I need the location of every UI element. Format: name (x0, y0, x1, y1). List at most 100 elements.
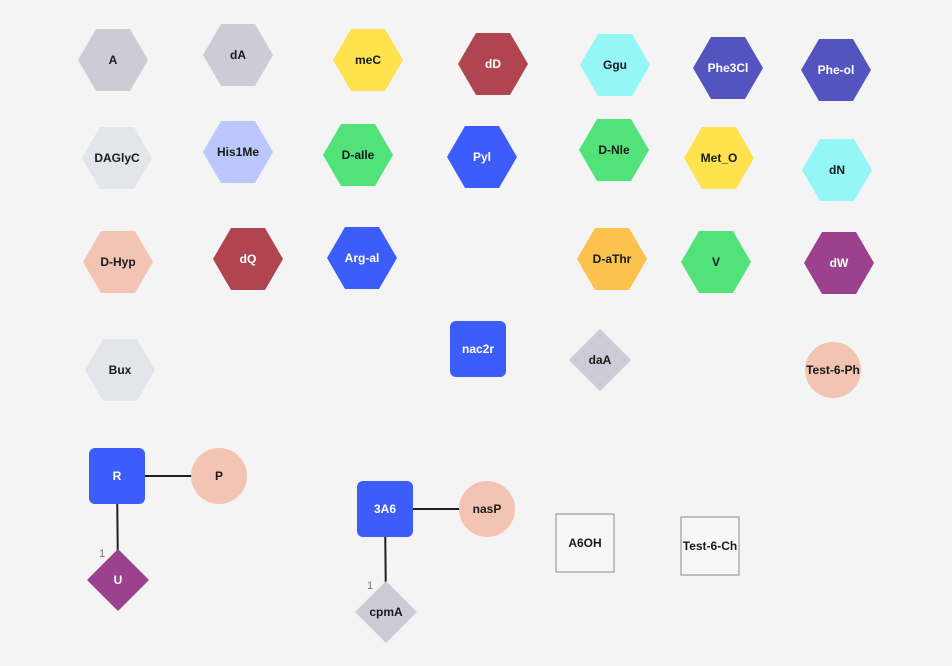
node-phe-ol[interactable]: Phe-ol (801, 39, 871, 101)
node-label: Met_O (701, 151, 738, 165)
node-da[interactable]: dA (203, 24, 273, 86)
node-label: A (109, 53, 118, 67)
node-shape (333, 29, 403, 91)
node-shape (450, 321, 506, 377)
edges-layer: 11 (99, 475, 487, 613)
node-shape (569, 329, 631, 391)
node-label: V (712, 255, 720, 269)
node-label: D-aIle (342, 148, 375, 162)
node-label: A6OH (568, 536, 601, 550)
node-v[interactable]: V (681, 231, 751, 293)
node-label: Test-6-Ch (683, 539, 737, 553)
node-shape (203, 121, 273, 183)
node-3a6[interactable]: 3A6 (357, 481, 413, 537)
node-shape (681, 231, 751, 293)
node-shape (327, 227, 397, 289)
node-label: cpmA (369, 605, 403, 619)
node-label: Pyl (473, 150, 491, 164)
node-arg-al[interactable]: Arg-al (327, 227, 397, 289)
node-shape (89, 448, 145, 504)
node-met-o[interactable]: Met_O (684, 127, 754, 189)
node-u[interactable]: U (87, 549, 149, 611)
node-label: Arg-al (345, 251, 380, 265)
node-label: D-Nle (598, 143, 630, 157)
node-shape (684, 127, 754, 189)
node-shape (447, 126, 517, 188)
node-r[interactable]: R (89, 448, 145, 504)
node-shape (580, 34, 650, 96)
node-shape (323, 124, 393, 186)
node-shape (577, 228, 647, 290)
node-d-hyp[interactable]: D-Hyp (83, 231, 153, 293)
node-label: dW (830, 256, 849, 270)
node-shape (203, 24, 273, 86)
node-shape (804, 232, 874, 294)
node-daa[interactable]: daA (569, 329, 631, 391)
node-dn[interactable]: dN (802, 139, 872, 201)
node-label: Bux (109, 363, 132, 377)
node-label: nasP (473, 502, 502, 516)
node-label: P (215, 469, 223, 483)
node-label: dN (829, 163, 845, 177)
node-shape (801, 39, 871, 101)
node-test-6-ch[interactable]: Test-6-Ch (680, 516, 740, 576)
node-shape (87, 549, 149, 611)
node-nac2r[interactable]: nac2r (450, 321, 506, 377)
node-label: 3A6 (374, 502, 396, 516)
node-label: D-Hyp (100, 255, 135, 269)
node-shape (555, 513, 615, 573)
node-shape (458, 33, 528, 95)
node-label: Ggu (603, 58, 627, 72)
node-shape (693, 37, 763, 99)
node-shape (680, 516, 740, 576)
node-shape (805, 342, 861, 398)
node-ggu[interactable]: Ggu (580, 34, 650, 96)
node-shape (191, 448, 247, 504)
node-label: His1Me (217, 145, 259, 159)
node-his1me[interactable]: His1Me (203, 121, 273, 183)
node-shape (355, 581, 417, 643)
node-mec[interactable]: meC (333, 29, 403, 91)
node-shape (357, 481, 413, 537)
node-p[interactable]: P (191, 448, 247, 504)
node-shape (213, 228, 283, 290)
node-label: DAGlyC (94, 151, 140, 165)
node-shape (579, 119, 649, 181)
node-d-aile[interactable]: D-aIle (323, 124, 393, 186)
edge-label: 1 (367, 580, 373, 592)
node-d-athr[interactable]: D-aThr (577, 228, 647, 290)
node-label: meC (355, 53, 381, 67)
node-pyl[interactable]: Pyl (447, 126, 517, 188)
node-shape (459, 481, 515, 537)
node-d-nle[interactable]: D-Nle (579, 119, 649, 181)
node-dd[interactable]: dD (458, 33, 528, 95)
node-label: Test-6-Ph (806, 363, 860, 377)
node-label: dD (485, 57, 501, 71)
node-cpma[interactable]: cpmA (355, 581, 417, 643)
node-label: nac2r (462, 342, 494, 356)
node-label: U (114, 573, 123, 587)
node-label: R (113, 469, 122, 483)
node-daglyc[interactable]: DAGlyC (82, 127, 152, 189)
node-a6oh[interactable]: A6OH (555, 513, 615, 573)
node-shape (802, 139, 872, 201)
node-label: D-aThr (593, 252, 632, 266)
node-test-6-ph[interactable]: Test-6-Ph (805, 342, 861, 398)
node-dq[interactable]: dQ (213, 228, 283, 290)
edge-label: 1 (99, 548, 105, 560)
node-dw[interactable]: dW (804, 232, 874, 294)
node-shape (78, 29, 148, 91)
node-bux[interactable]: Bux (85, 339, 155, 401)
node-label: Phe-ol (818, 63, 855, 77)
node-label: daA (589, 353, 612, 367)
node-label: Phe3Cl (708, 61, 749, 75)
node-nasp[interactable]: nasP (459, 481, 515, 537)
node-label: dQ (240, 252, 257, 266)
node-shape (85, 339, 155, 401)
node-phe3cl[interactable]: Phe3Cl (693, 37, 763, 99)
node-a[interactable]: A (78, 29, 148, 91)
node-shape (83, 231, 153, 293)
node-label: dA (230, 48, 246, 62)
